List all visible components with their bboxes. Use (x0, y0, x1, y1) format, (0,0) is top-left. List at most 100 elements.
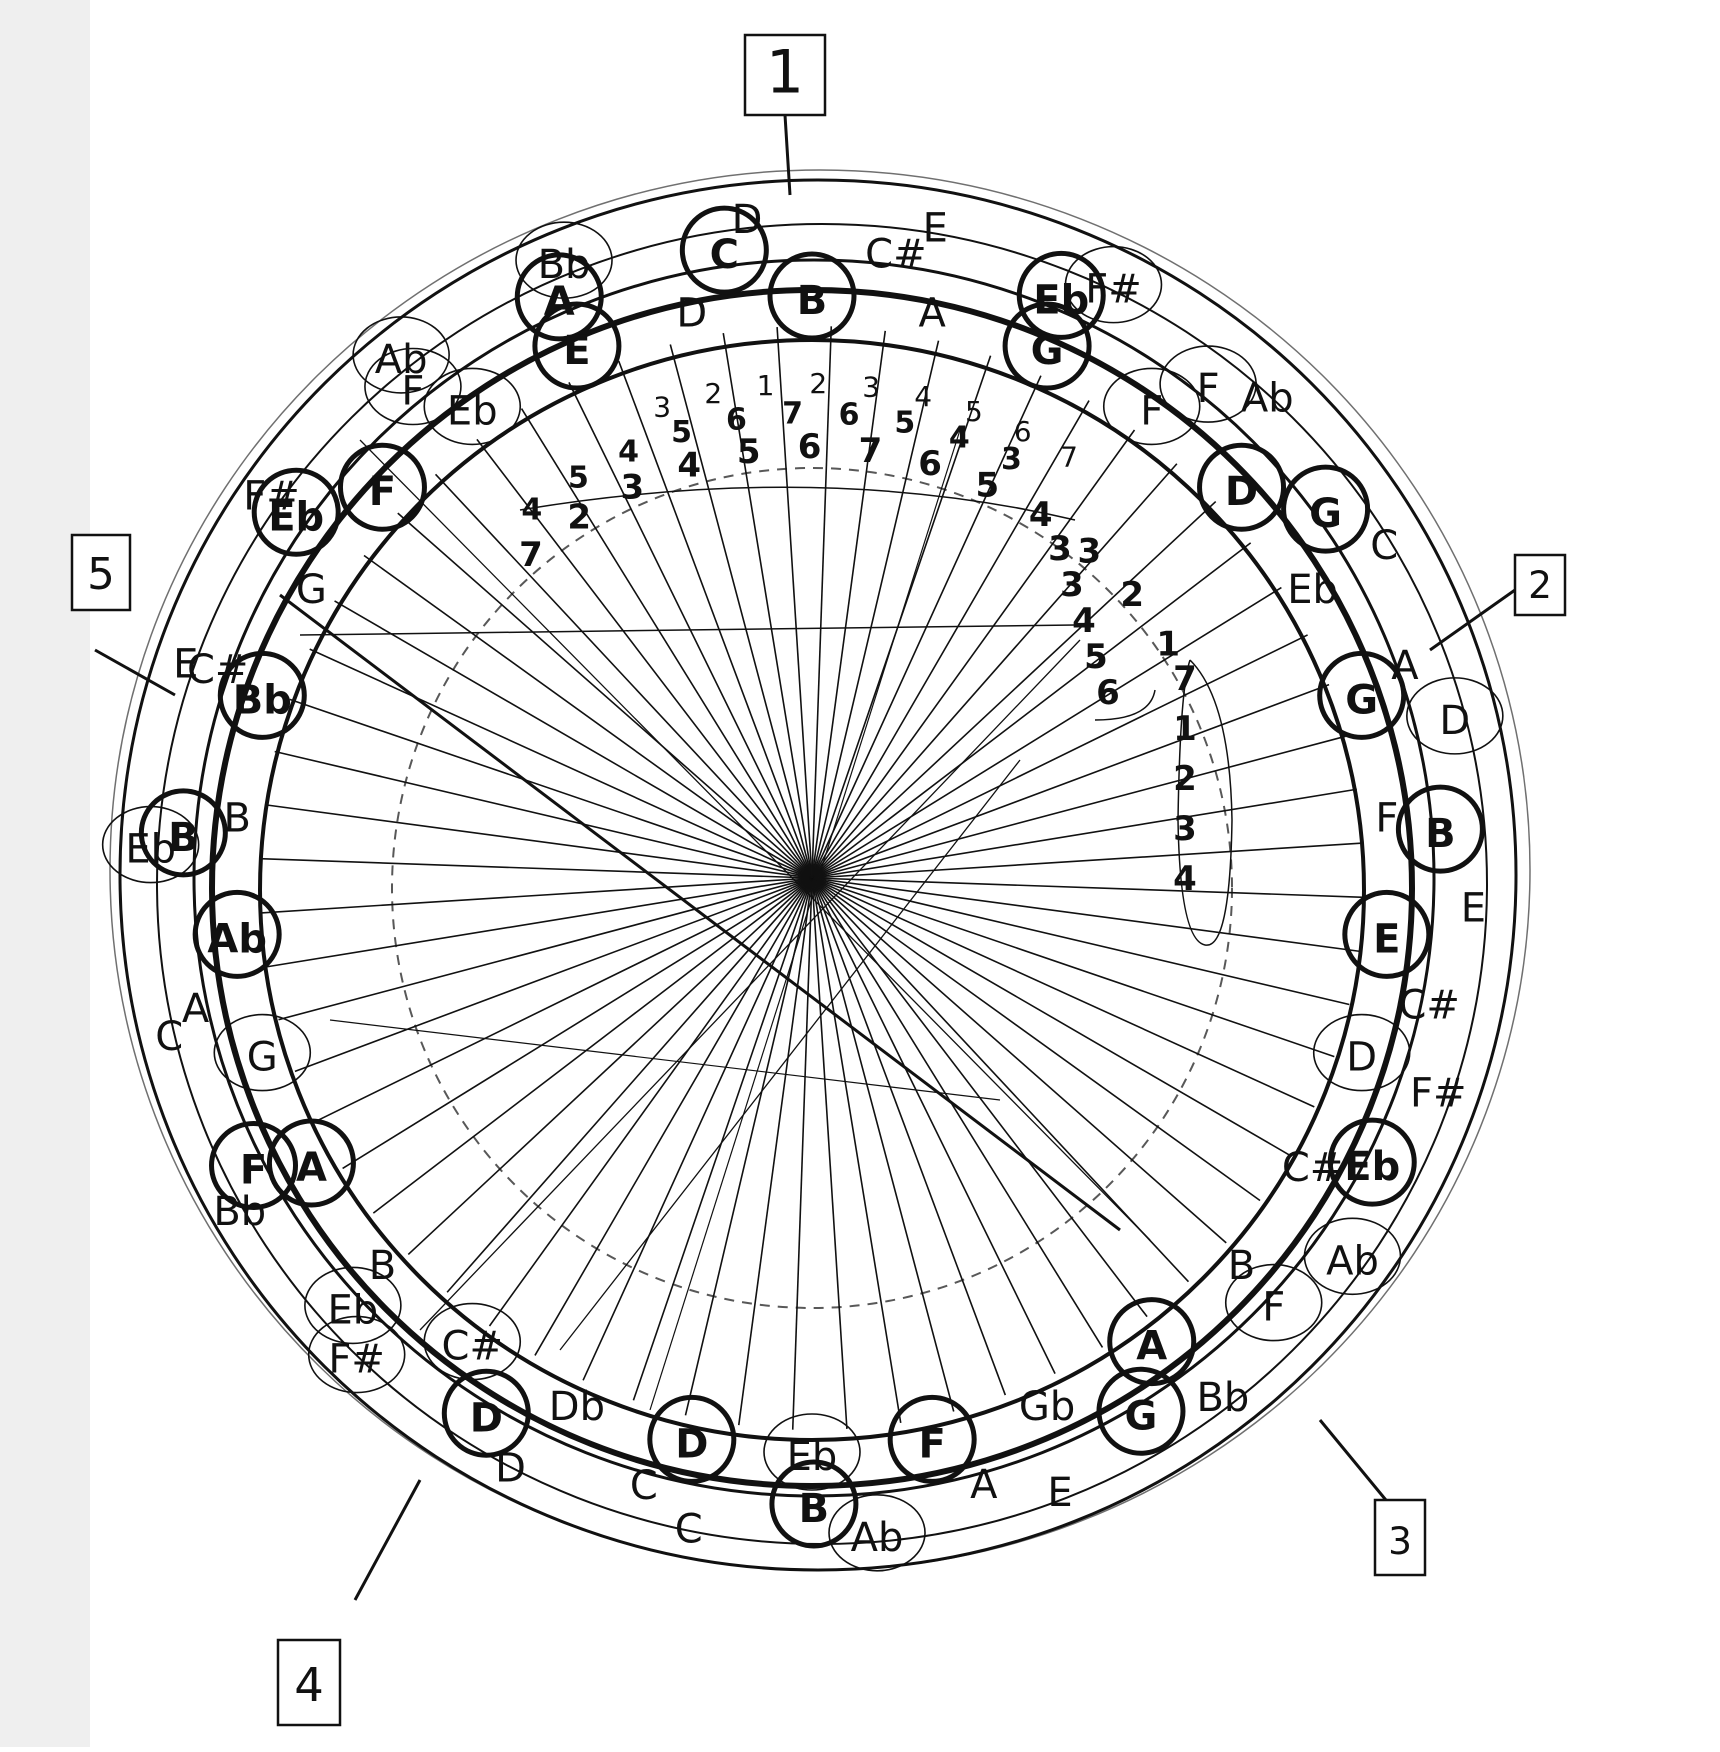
note-oval (364, 347, 462, 426)
scale-degree-number: 4 (1072, 601, 1096, 641)
emphasized-note-circle (769, 1459, 859, 1549)
box-label-1: 1 (766, 38, 804, 108)
outer-note: Bb (538, 242, 591, 288)
emphasized-note-circle (767, 251, 857, 341)
middle-note: A (1391, 643, 1419, 689)
scale-degree-number: 3 (1078, 532, 1102, 572)
inner-note: Eb (1287, 567, 1338, 613)
radial-line (737, 877, 813, 1426)
scale-degree-number: 5 (737, 432, 761, 472)
radial-line (811, 683, 1330, 879)
scale-degree-number: 3 (653, 391, 671, 424)
outer-note: Ab (1326, 1238, 1379, 1284)
radial-line (811, 877, 1364, 899)
note-oval (423, 1302, 522, 1381)
scale-degree-number: 3 (1048, 529, 1072, 569)
radial-line (294, 877, 813, 1073)
inner-note: F (1140, 388, 1163, 434)
radial-line (264, 803, 813, 879)
emphasized-note-circle (1002, 301, 1092, 391)
radial-line (776, 327, 813, 879)
scale-degree-number: 3 (1001, 442, 1022, 477)
box-label-5: 5 (87, 550, 115, 600)
radial-line (309, 648, 813, 879)
outer-note: E (173, 641, 198, 687)
scale-degree-number: 4 (949, 421, 970, 456)
dashed-inner-arc-ring (391, 467, 1233, 1309)
radial-line (520, 408, 813, 879)
scale-degree-number: 4 (677, 445, 701, 485)
emphasized-note-circle (1327, 1117, 1417, 1207)
middle-note: Eb (1344, 1144, 1400, 1190)
note-oval (307, 1315, 406, 1394)
emphasized-note-circle (647, 1394, 737, 1484)
radial-line (261, 877, 813, 914)
radial-line (811, 842, 1363, 879)
sketch-ring-extra (109, 169, 1531, 1571)
note-oval (423, 367, 522, 446)
radial-line (342, 877, 813, 1170)
inner-note: B (1228, 1243, 1255, 1289)
scale-degree-number: 3 (1060, 565, 1084, 605)
middle-note: F (1197, 366, 1220, 412)
radial-line (722, 333, 813, 879)
radial-line (397, 512, 813, 879)
emphasized-note-circle (192, 889, 282, 979)
note-oval (352, 316, 450, 394)
inner-note: G (1345, 677, 1378, 723)
rings (109, 169, 1531, 1572)
middle-note: Eb (268, 494, 324, 540)
scale-degree-number: 3 (862, 371, 880, 404)
scale-degree-number: 7 (859, 431, 883, 471)
scale-degree-number: 1 (1156, 624, 1180, 664)
scale-degree-number: 7 (519, 535, 543, 575)
inner-note: Bb (233, 677, 292, 723)
scale-degree-number: 1 (757, 369, 775, 402)
inner-note: C# (1282, 1145, 1343, 1191)
emphasized-note-circle (1281, 464, 1371, 554)
middle-note: C# (187, 647, 248, 693)
radial-line (811, 877, 1315, 1108)
emphasized-note-circle (251, 467, 341, 557)
radial-line (811, 326, 833, 879)
middle-note: F (240, 1148, 267, 1194)
radial-line (617, 360, 813, 879)
radial-line (811, 400, 1090, 879)
number-box (743, 33, 827, 117)
scale-degree-number: 5 (671, 415, 692, 450)
radial-line (811, 788, 1357, 879)
box-pointer-line (1429, 588, 1516, 652)
column-enclosure (1177, 659, 1233, 946)
radial-line (811, 877, 902, 1423)
inner-note: Ab (207, 916, 267, 962)
radial-line (669, 344, 813, 879)
inner-note: Db (549, 1384, 605, 1430)
note-oval (515, 221, 613, 300)
scale-degree-number: 5 (965, 395, 983, 428)
scale-degree-number: 5 (894, 406, 915, 441)
middle-note: C# (1398, 982, 1459, 1028)
emphasized-note-circle (1317, 650, 1407, 740)
note-oval (1303, 1217, 1402, 1296)
emphasized-note-circle (209, 1121, 299, 1211)
radial-line (811, 586, 1282, 879)
emphasized-note-circle (1096, 1366, 1186, 1456)
inner-note: E (563, 328, 590, 374)
scale-degree-number: 7 (782, 396, 803, 431)
inner-note: Eb (447, 388, 498, 434)
chord-line (559, 759, 1021, 1351)
inner-note: D (1346, 1035, 1377, 1081)
scale-degree-number: 2 (1173, 759, 1197, 799)
arc-bracket (519, 486, 1076, 521)
box-pointer-line (783, 114, 792, 196)
scale-degree-number: 6 (726, 402, 747, 437)
note-oval (1406, 677, 1504, 755)
box-label-4: 4 (294, 1658, 324, 1712)
inner-note: G (296, 567, 327, 613)
outer-note: F# (243, 474, 300, 520)
emphasized-note-circle (1197, 442, 1287, 532)
inner-note: Gb (1019, 1384, 1075, 1430)
